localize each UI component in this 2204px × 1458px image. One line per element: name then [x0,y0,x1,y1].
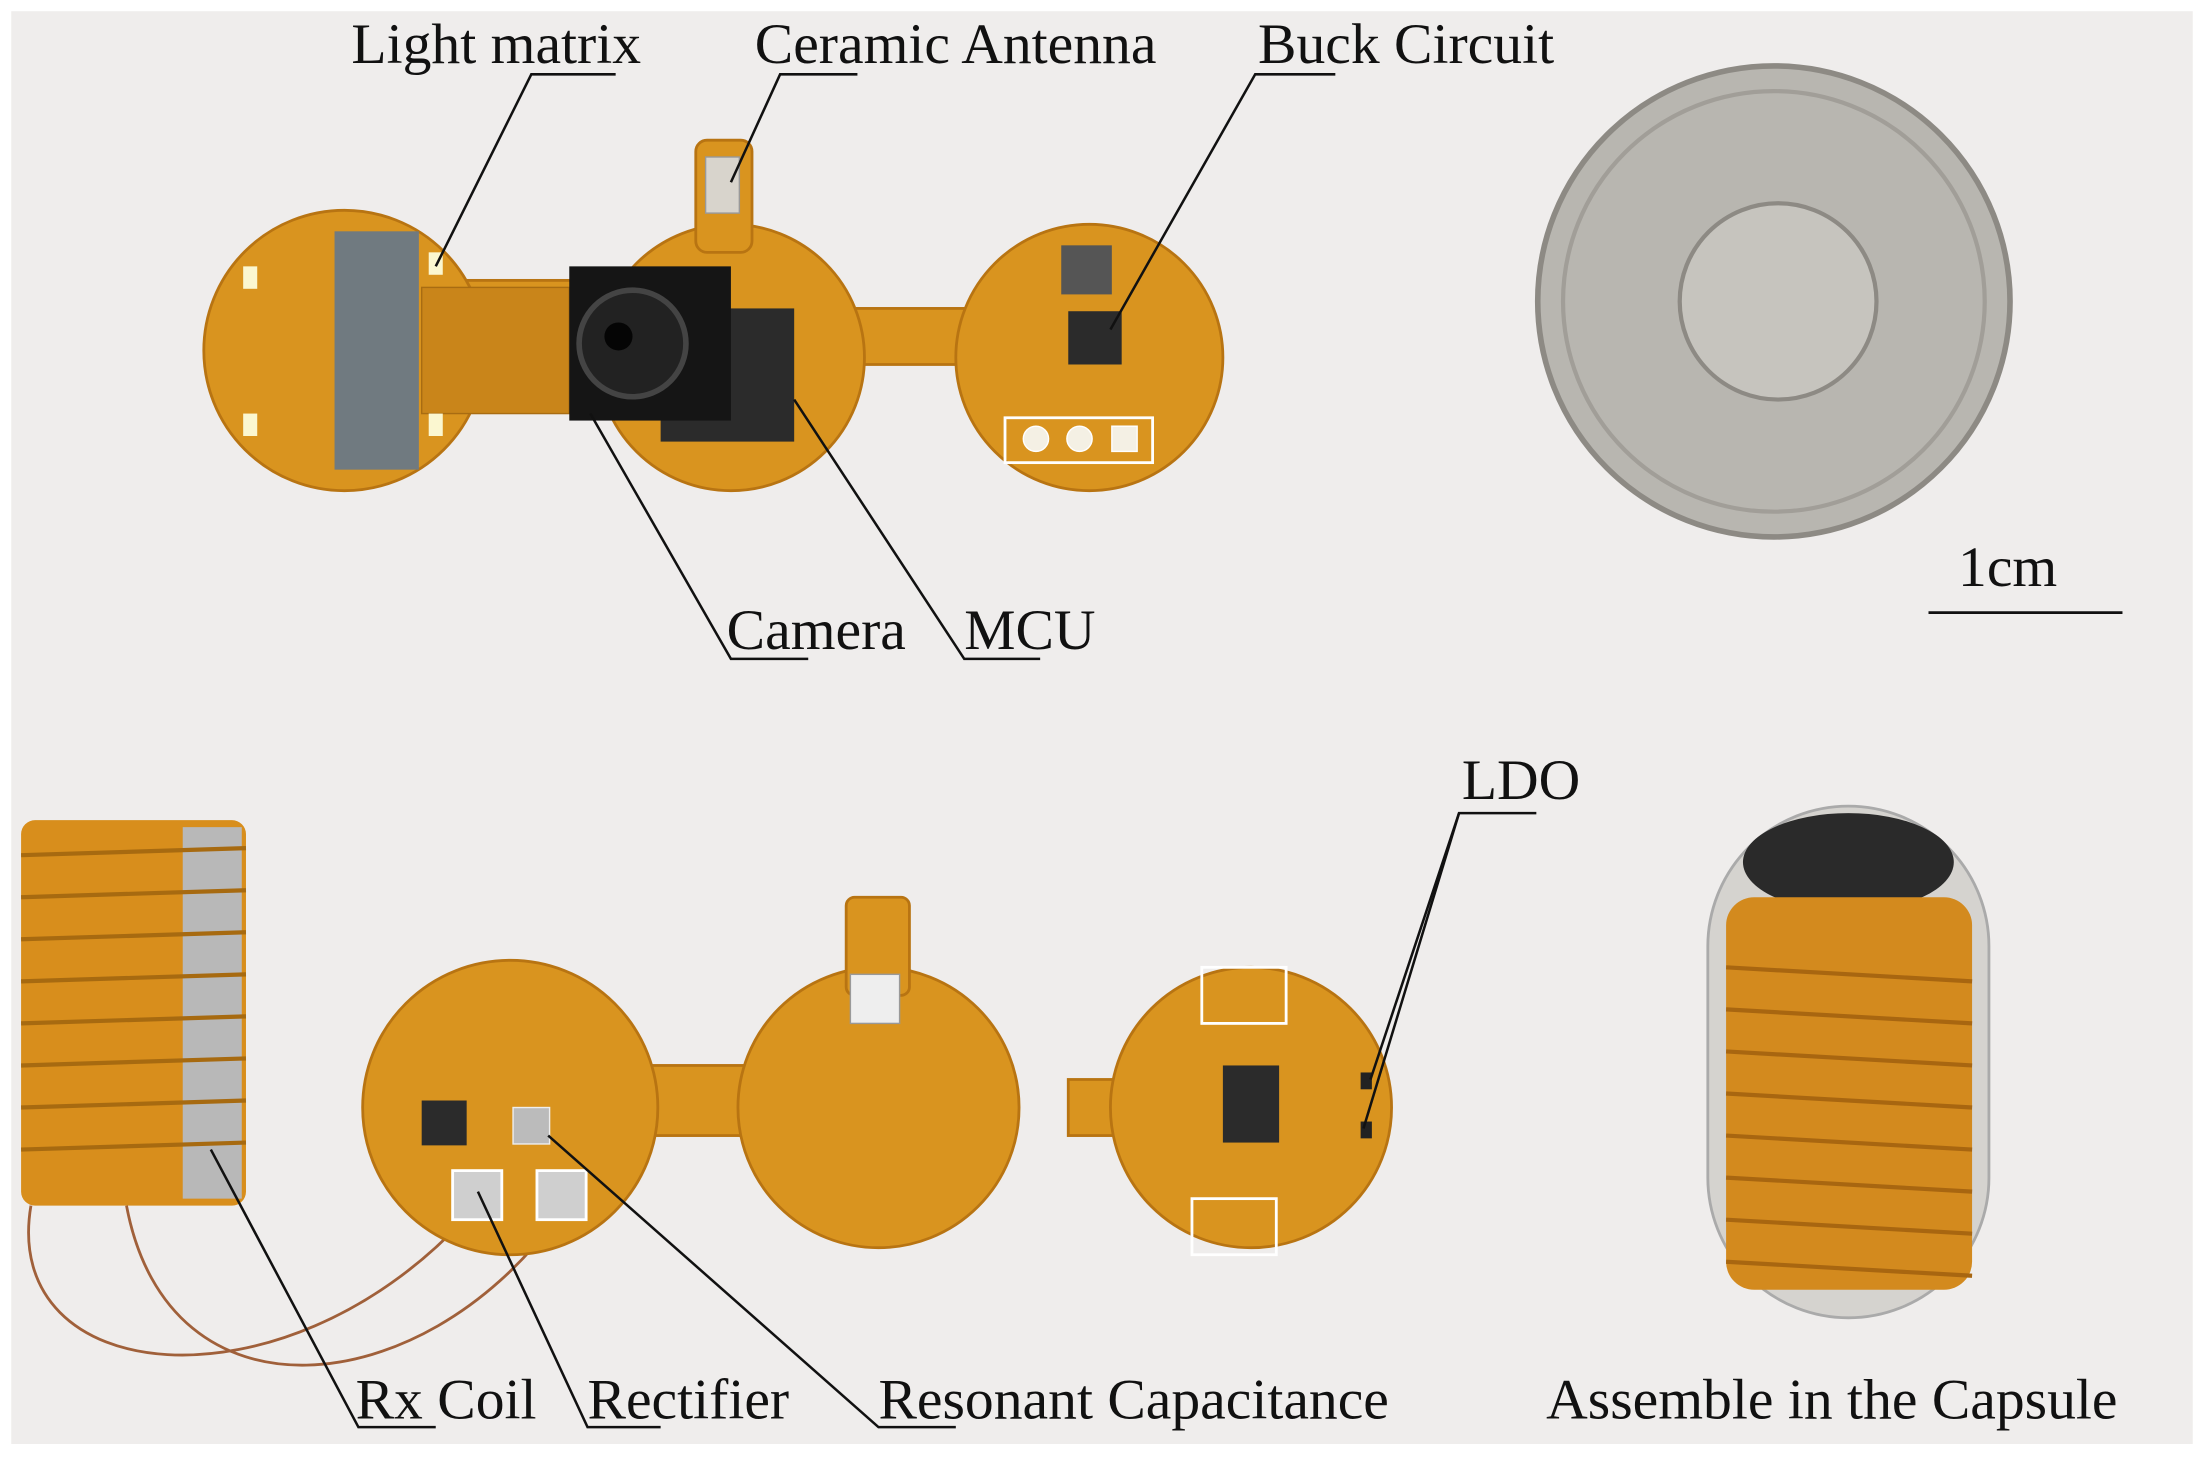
label-rx-coil: Rx Coil [356,1369,537,1432]
buck-chip [1068,311,1122,365]
label-scale-bar: 1cm [1958,536,2057,599]
rectifier-chip [421,1100,467,1146]
label-camera: Camera [727,599,906,662]
label-light-matrix: Light matrix [351,13,641,76]
coin-photo [1534,63,2013,540]
leader-lines [209,73,1537,1429]
label-resonant-capacitance: Resonant Capacitance [879,1369,1389,1432]
label-capsule: Assemble in the Capsule [1546,1369,2117,1432]
capsule-photo [1706,804,1991,1320]
label-ceramic-antenna: Ceramic Antenna [755,13,1157,76]
resonant-capacitor [512,1106,551,1145]
label-rectifier: Rectifier [588,1369,790,1432]
top-pcb-photo [202,138,1225,493]
bottom-pcb-photo [361,895,1393,1257]
label-ldo: LDO [1462,749,1580,812]
light-matrix-component [334,231,419,470]
label-mcu: MCU [964,599,1095,662]
rx-coil-photo [21,820,557,1367]
label-buck-circuit: Buck Circuit [1258,13,1554,76]
